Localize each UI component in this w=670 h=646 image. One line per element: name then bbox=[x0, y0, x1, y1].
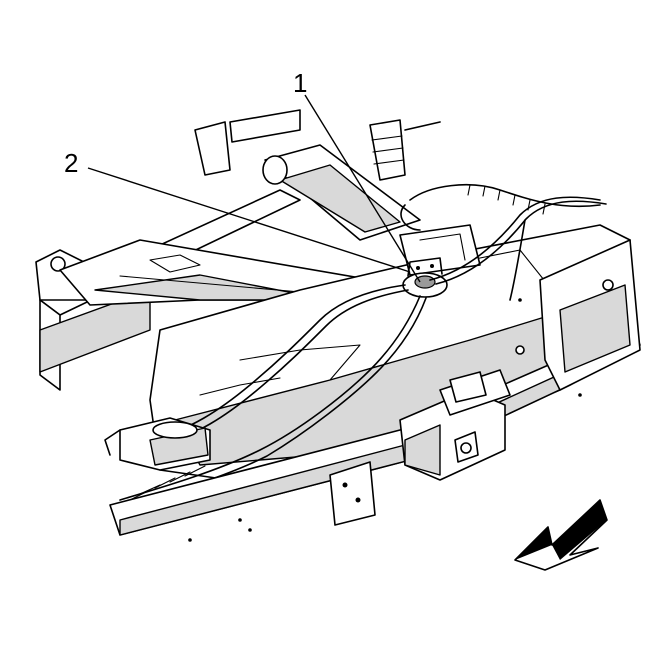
callout-1-leader bbox=[304, 94, 421, 283]
right-frame-rail bbox=[109, 239, 641, 536]
wiring-harness bbox=[400, 184, 607, 301]
exhaust-tube bbox=[262, 119, 441, 241]
evap-canister bbox=[104, 417, 211, 471]
callout-2-leader bbox=[87, 167, 411, 273]
callout-1-label: 1 bbox=[293, 68, 307, 98]
front-direction-arrow-icon bbox=[514, 499, 608, 571]
hitch-bracket bbox=[329, 369, 511, 526]
callout-leaders bbox=[87, 94, 421, 283]
callout-2-label: 2 bbox=[64, 148, 78, 178]
frame-rivets bbox=[188, 298, 582, 542]
